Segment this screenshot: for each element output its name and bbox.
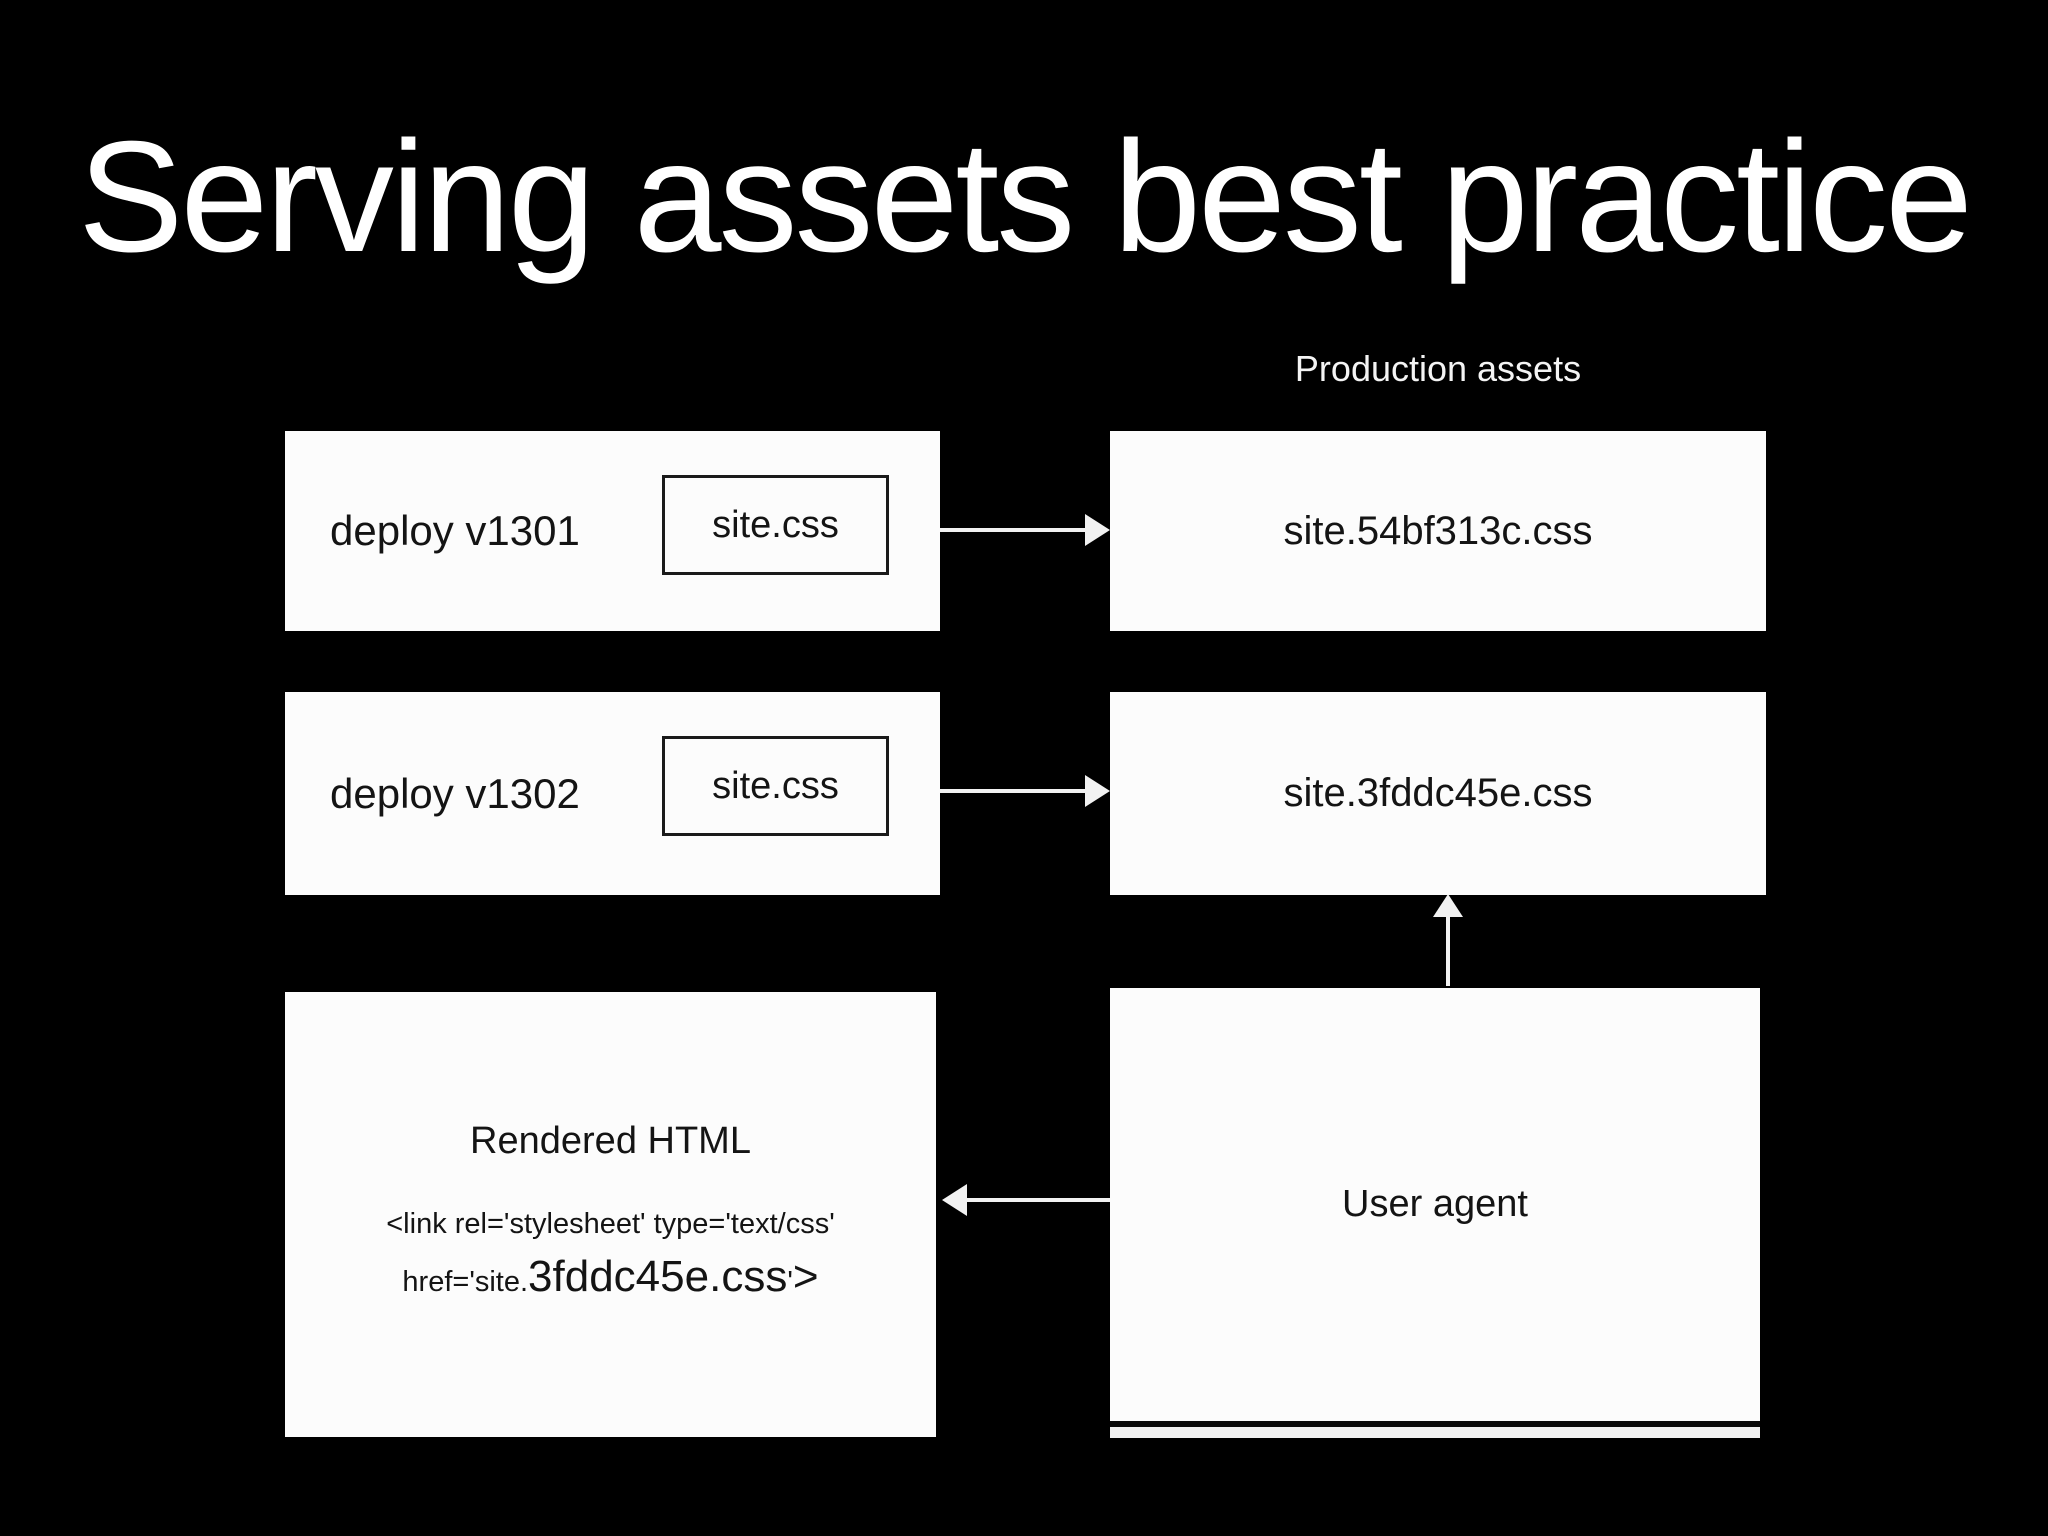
production-asset-box-row1: site.54bf313c.css xyxy=(1110,431,1766,631)
site-css-chip-row2: site.css xyxy=(662,736,889,836)
arrow-useragent-to-prod2 xyxy=(1433,894,1463,986)
production-assets-label: Production assets xyxy=(1294,348,1582,389)
arrow-deploy1-to-prod1 xyxy=(940,514,1110,546)
rendered-html-title: Rendered HTML xyxy=(470,1120,751,1163)
code-line2-quote: ' xyxy=(787,1266,793,1299)
code-line2-prefix: href='site. xyxy=(402,1266,529,1299)
rendered-html-code-line1: <link rel='stylesheet' type='text/css' xyxy=(386,1208,835,1241)
rendered-html-box: Rendered HTML <link rel='stylesheet' typ… xyxy=(285,992,936,1437)
production-asset-row2-label: site.3fddc45e.css xyxy=(1283,771,1593,815)
arrow-deploy2-to-prod2 xyxy=(940,775,1110,807)
user-agent-bottom-divider xyxy=(1110,1421,1760,1427)
deploy-v1302-label: deploy v1302 xyxy=(330,769,580,817)
site-css-chip-row2-label: site.css xyxy=(712,764,839,807)
deploy-v1301-label: deploy v1301 xyxy=(330,507,580,554)
production-asset-box-row2: site.3fddc45e.css xyxy=(1110,692,1766,895)
user-agent-label: User agent xyxy=(1342,1183,1528,1225)
slide-title: Serving assets best practice xyxy=(78,109,1973,285)
user-agent-box: User agent xyxy=(1110,988,1760,1421)
rendered-html-code-line2: href='site.3fddc45e.css'> xyxy=(402,1245,818,1309)
arrow-useragent-to-rendered-html xyxy=(942,1184,1110,1216)
code-line2-bracket: > xyxy=(792,1252,819,1302)
deploy-v1301-box: deploy v1301 site.css xyxy=(285,431,940,631)
site-css-chip-row1: site.css xyxy=(662,475,889,575)
site-css-chip-row1-label: site.css xyxy=(712,503,839,546)
production-asset-row1-label: site.54bf313c.css xyxy=(1283,508,1593,553)
user-agent-bottom-strip xyxy=(1110,1427,1760,1438)
code-line2-hash: 3fddc45e.css xyxy=(528,1252,788,1302)
deploy-v1302-box: deploy v1302 site.css xyxy=(285,692,940,895)
